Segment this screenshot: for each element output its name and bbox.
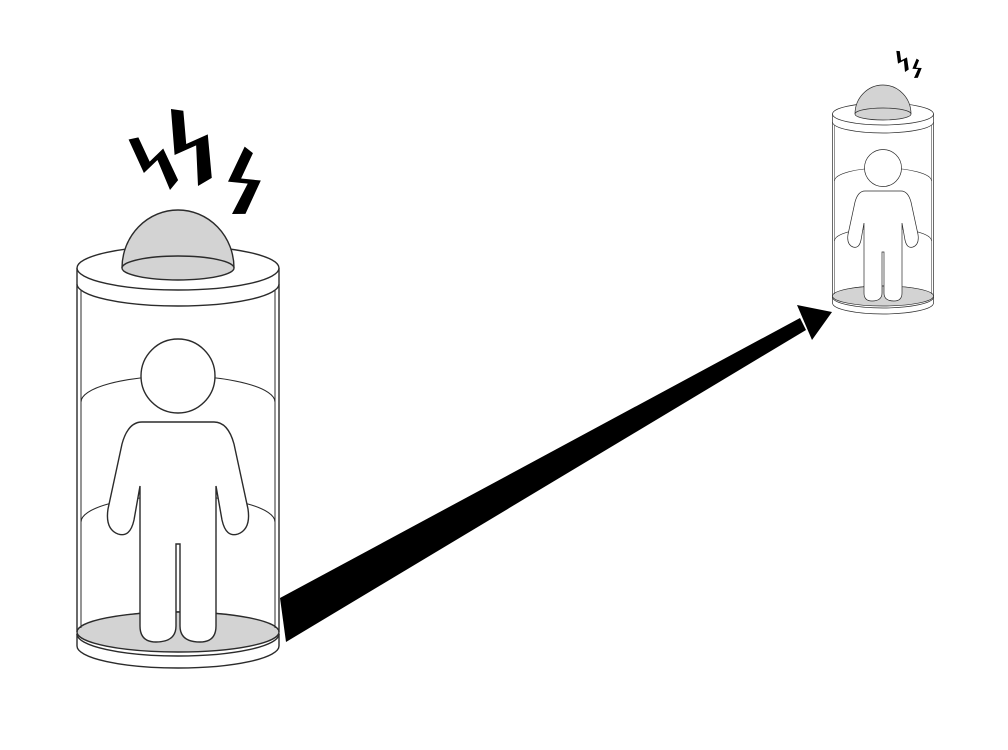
source-lightning-icon [128, 108, 278, 221]
transfer-arrow [280, 305, 832, 642]
source-pod-body [76, 209, 280, 669]
destination-pod-body [832, 84, 934, 315]
source-pod [76, 108, 280, 669]
destination-lightning-icon [894, 50, 927, 80]
destination-pod [832, 50, 934, 315]
